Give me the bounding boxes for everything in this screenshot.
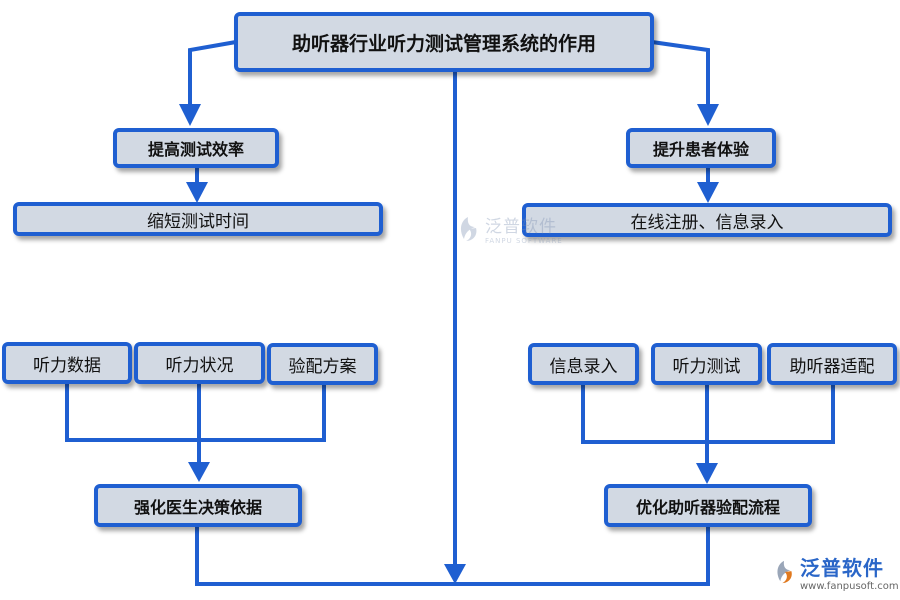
right-heading-node: 提升患者体验 xyxy=(626,128,776,168)
arrow-root-to-left-heading xyxy=(188,39,239,120)
right-result-node: 优化助听器验配流程 xyxy=(604,484,812,527)
left-result-node: 强化医生决策依据 xyxy=(94,484,302,527)
arrowhead-center-trunk xyxy=(444,564,466,584)
watermark-subtitle: FANPU SOFTWARE xyxy=(485,237,563,245)
arrowhead-right-benefit xyxy=(697,182,719,203)
watermark-brand: 泛普软件 xyxy=(485,217,557,237)
fanpu-logo-icon xyxy=(460,216,477,241)
left-heading-node: 提高测试效率 xyxy=(113,128,279,168)
left-inputs-merge-line xyxy=(65,381,326,442)
left-input-node-1: 听力数据 xyxy=(2,342,132,384)
arrowhead-left-heading xyxy=(179,104,201,126)
right-input-node-3: 助听器适配 xyxy=(767,343,897,385)
fanpu-logo-icon xyxy=(777,560,792,584)
arrowhead-right-heading xyxy=(697,104,719,126)
right-benefit-node: 在线注册、信息录入 xyxy=(522,203,892,237)
right-input-node-2: 听力测试 xyxy=(651,343,762,385)
arrowhead-left-benefit xyxy=(186,182,208,203)
bottom-merge-line xyxy=(195,522,710,586)
root-node: 助听器行业听力测试管理系统的作用 xyxy=(234,12,654,72)
left-input-node-2: 听力状况 xyxy=(134,342,265,384)
left-benefit-node: 缩短测试时间 xyxy=(13,202,383,236)
watermark-url: www.fanpusoft.com xyxy=(800,581,899,592)
watermark-corner: 泛普软件 www.fanpusoft.com xyxy=(772,552,899,592)
right-input-node-1: 信息录入 xyxy=(528,343,639,385)
watermark-corner-brand: 泛普软件 xyxy=(800,556,884,580)
left-input-node-3: 验配方案 xyxy=(267,343,378,385)
arrow-root-to-right-heading xyxy=(649,39,710,120)
watermark-center: 泛普软件 FANPU SOFTWARE xyxy=(455,212,563,245)
arrowhead-right-result xyxy=(696,463,718,484)
arrowhead-left-result xyxy=(188,462,210,482)
